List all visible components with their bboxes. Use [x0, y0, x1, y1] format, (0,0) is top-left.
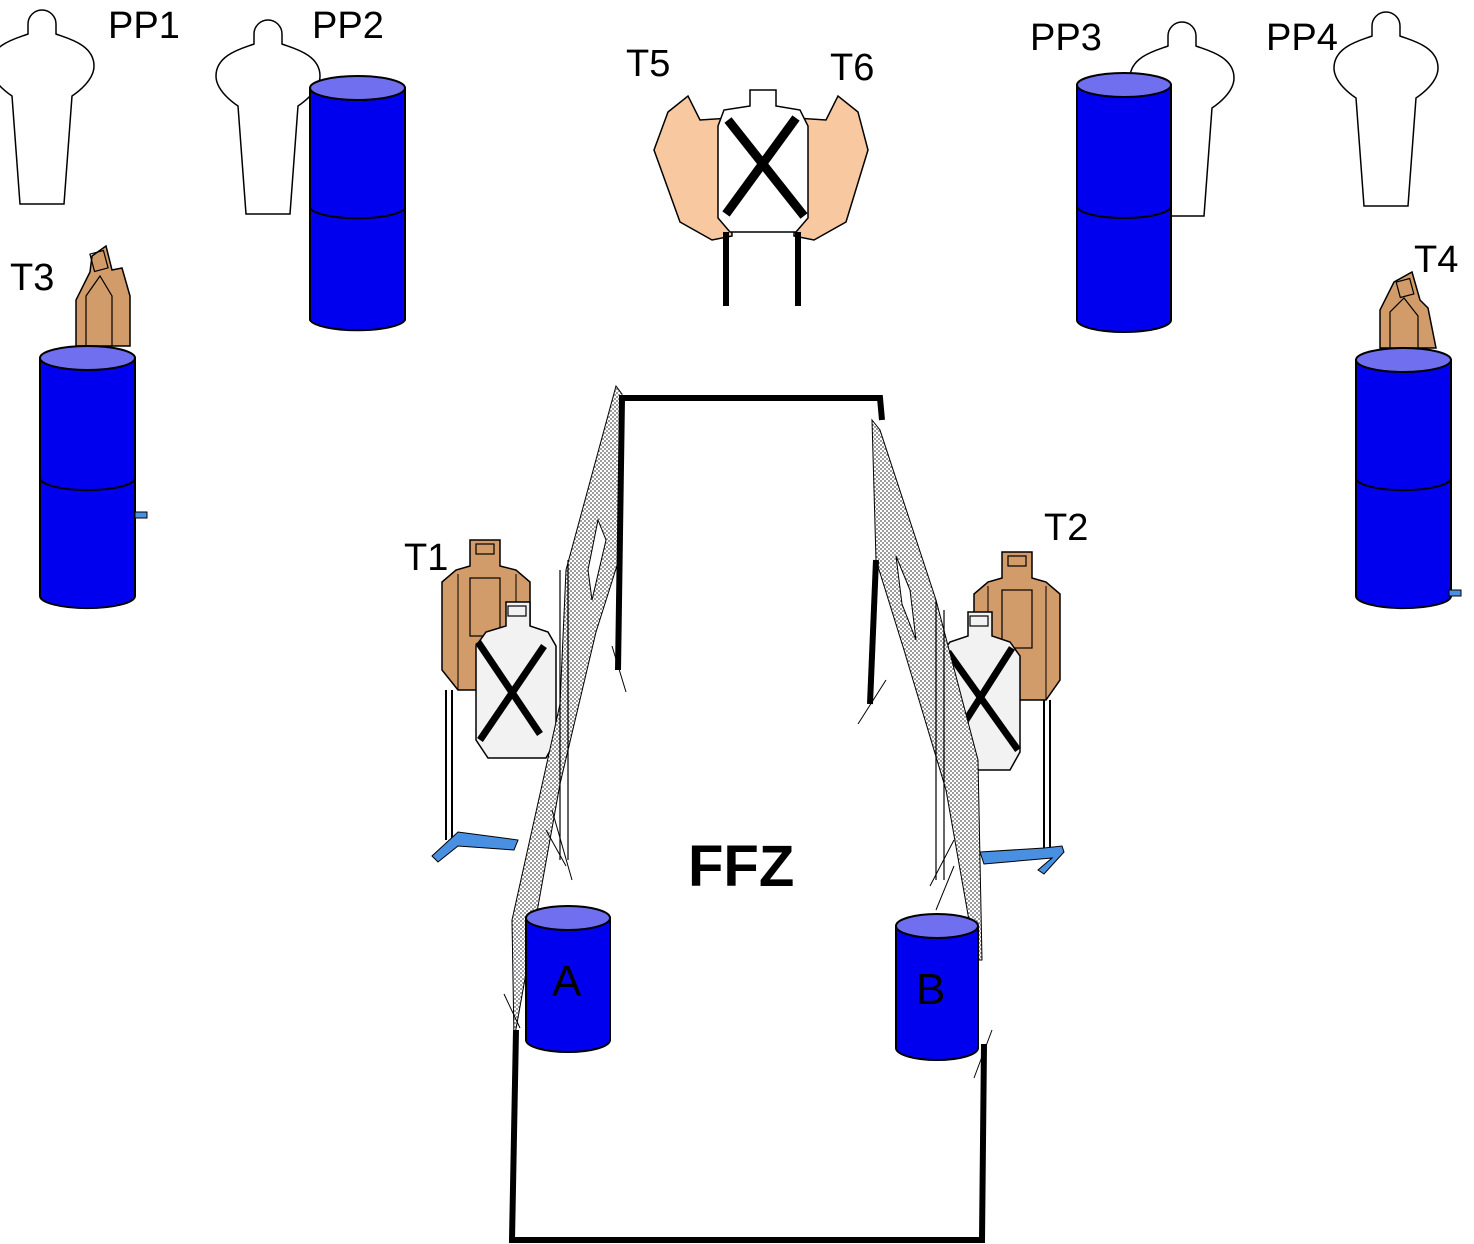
no-shoot-pp3: [1129, 21, 1235, 217]
paper-target-t5: [653, 94, 733, 241]
paper-target-t6: [793, 94, 869, 241]
label-t4: T4: [1414, 239, 1458, 281]
no-shoot-pp4: [1333, 11, 1439, 207]
barrel-stack-pp3: [1076, 72, 1172, 333]
label-t5: T5: [626, 43, 670, 85]
shooting-area-fault-lines: [508, 395, 987, 1243]
barrel-stack-t3: [39, 345, 148, 610]
no-shoot-pp1: [0, 9, 95, 205]
no-shoot-t1: [475, 601, 557, 759]
steel-target-t4: [1379, 270, 1437, 349]
steel-target-t3: [75, 244, 131, 347]
barrel-stack-pp2: [309, 75, 406, 332]
label-t1: T1: [404, 537, 448, 579]
label-pp3: PP3: [1030, 17, 1102, 59]
barrel-stack-t4: [1355, 347, 1462, 610]
label-pp1: PP1: [108, 5, 180, 47]
target-stand-t1: [431, 690, 519, 863]
label-barrel-b: B: [916, 965, 945, 1014]
no-shoot-pp2: [215, 19, 321, 215]
label-pp4: PP4: [1266, 17, 1338, 59]
label-barrel-a: A: [552, 957, 582, 1006]
no-shoot-center: [717, 89, 809, 306]
label-pp2: PP2: [312, 5, 384, 47]
barrel-b: [895, 913, 979, 1061]
label-t2: T2: [1044, 507, 1088, 549]
label-t3: T3: [10, 257, 54, 299]
barrel-a: [525, 905, 611, 1053]
target-stand-t2: [979, 700, 1065, 875]
label-t6: T6: [830, 47, 874, 89]
label-ffz: FFZ: [688, 834, 794, 899]
